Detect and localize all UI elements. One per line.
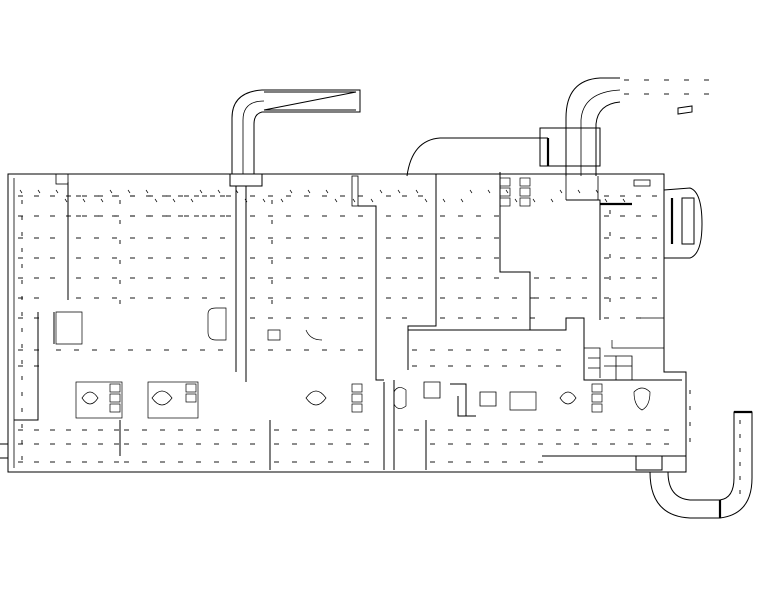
- top-right-entrance-ramp: [406, 77, 621, 177]
- right-annex-room: [600, 187, 703, 259]
- building-outline: [7, 173, 687, 473]
- interior-walls: [14, 172, 686, 470]
- parking-stall-marks: [18, 79, 741, 494]
- core-blocks: [55, 177, 665, 419]
- edge-tick: [0, 443, 8, 459]
- bottom-right-entrance-ramp: [635, 410, 753, 519]
- top-left-entrance-ramp: [229, 89, 361, 187]
- misc-details: [55, 105, 693, 407]
